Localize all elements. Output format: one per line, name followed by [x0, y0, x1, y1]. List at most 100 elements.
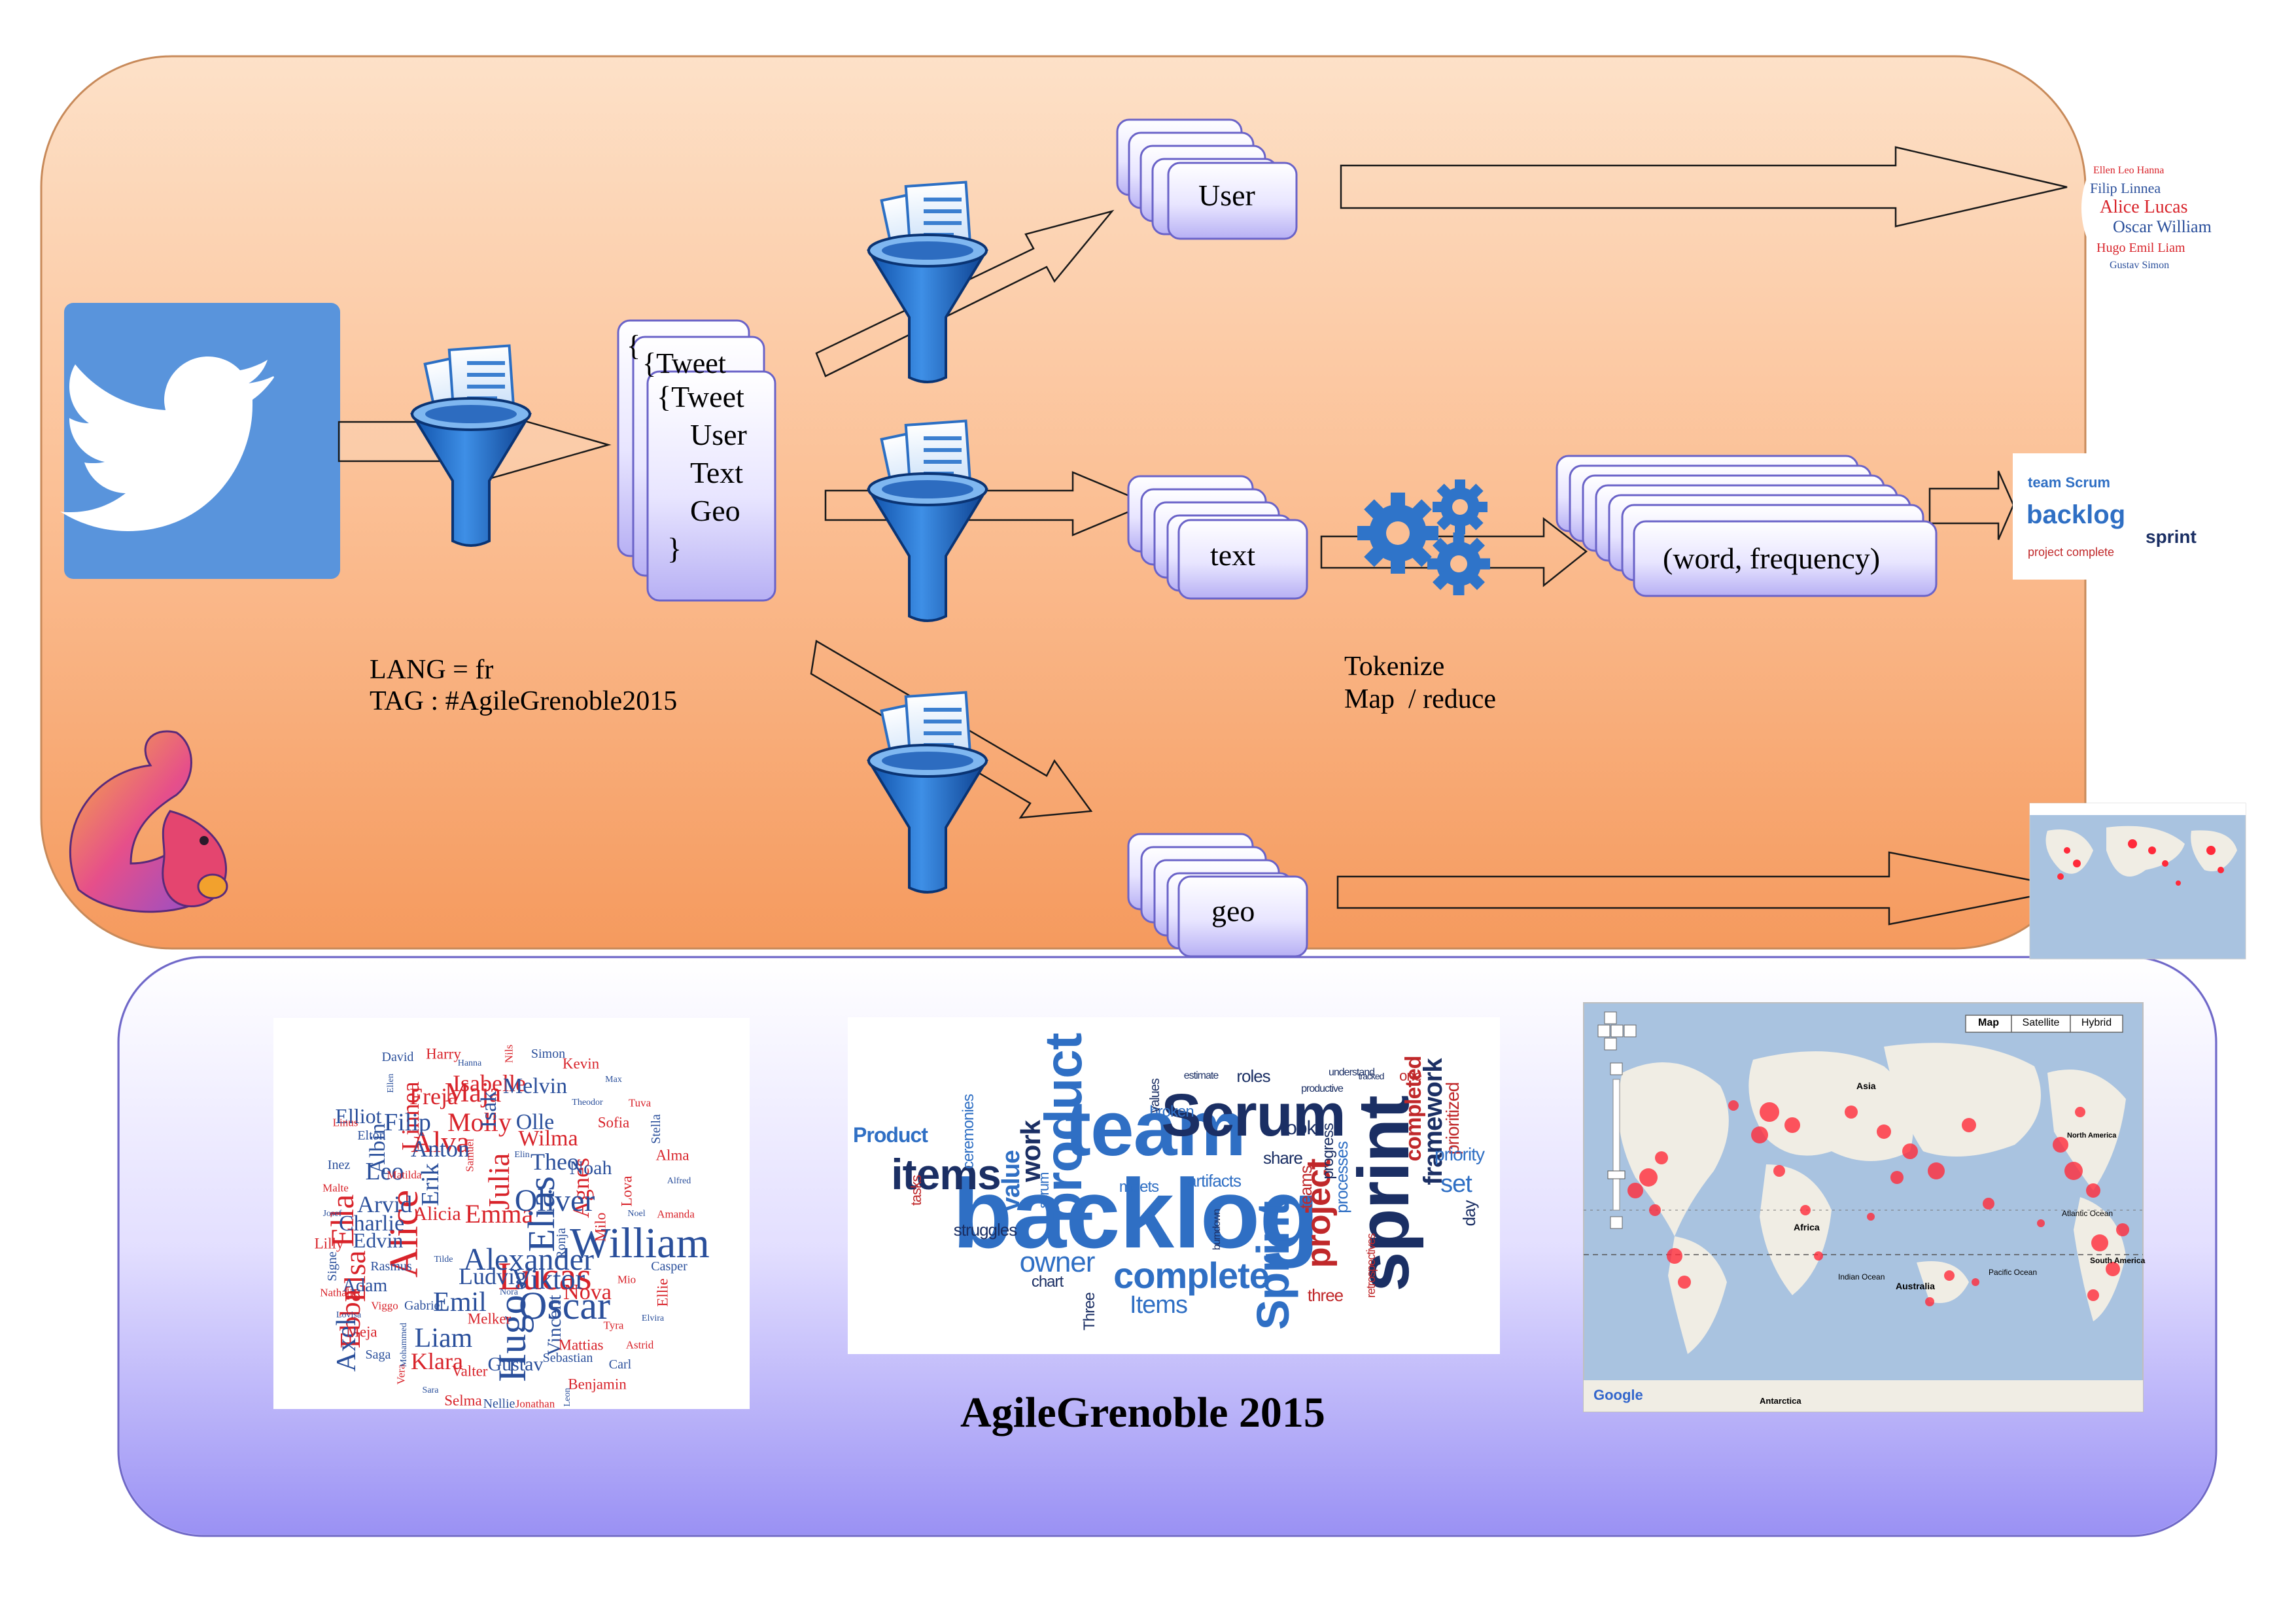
name-word: Nellie	[483, 1397, 515, 1409]
name-word: Isabelle	[453, 1070, 526, 1096]
name-word: Linus	[332, 1116, 358, 1129]
scrum-word: backlog	[952, 1158, 1319, 1268]
process-caption-mapreduce: Map / reduce	[1344, 684, 1497, 714]
scrum-word: broken	[1149, 1103, 1194, 1121]
scrum-word: priority	[1434, 1144, 1485, 1164]
word-frequency-label: (word, frequency)	[1663, 542, 1881, 575]
name-word: Nora	[500, 1287, 518, 1297]
filter-caption-lang: LANG = fr	[370, 655, 494, 685]
scrum-word: complete	[1113, 1255, 1270, 1296]
name-word: Tilde	[434, 1255, 453, 1264]
scrum-word: day	[1459, 1200, 1479, 1227]
twitter-bird-icon	[60, 303, 340, 579]
stream-geo-label: geo	[1211, 894, 1255, 928]
arrow-to-geo	[810, 639, 1093, 819]
map-label-antarctica: Antarctica	[1760, 1396, 1801, 1406]
scrum-word: value	[998, 1150, 1025, 1211]
svg-text:sprint: sprint	[2146, 527, 2197, 547]
name-word: Astrid	[625, 1338, 654, 1351]
svg-text:backlog: backlog	[2026, 500, 2125, 529]
name-word: Elton	[357, 1128, 386, 1143]
tweet-card-stack	[617, 319, 776, 602]
scrum-word: one	[1399, 1068, 1422, 1084]
name-word: Gabriel	[404, 1298, 444, 1313]
name-word: Max	[605, 1075, 622, 1085]
name-word: Alfred	[667, 1176, 691, 1186]
scrum-word: understand	[1328, 1067, 1375, 1078]
tweet-density-points	[1627, 1100, 2129, 1306]
name-word: Emma	[464, 1199, 534, 1228]
name-word: Noel	[627, 1209, 646, 1219]
scrum-word: teams	[1296, 1166, 1315, 1209]
name-word: Alma	[655, 1147, 689, 1164]
tweet-back-brace: {	[627, 330, 641, 362]
name-word: Milo	[592, 1212, 609, 1242]
name-word: Alva	[411, 1125, 470, 1158]
satellite-button-label: Satellite	[2022, 1017, 2060, 1028]
scrum-word: burndown	[1211, 1209, 1223, 1251]
scrum-word: set	[1440, 1170, 1472, 1198]
map-label-africa: Africa	[1794, 1222, 1820, 1232]
name-word: Casper	[651, 1259, 687, 1274]
name-word: Ellen	[386, 1073, 396, 1093]
scrum-word: tasks	[908, 1175, 924, 1206]
name-word: William	[570, 1219, 710, 1267]
name-word: Lovisa	[336, 1310, 362, 1320]
mini-geo-map	[2029, 803, 2246, 960]
scrum-word: roles	[1236, 1066, 1270, 1086]
name-word: Molly	[447, 1107, 512, 1137]
name-word: Mio	[617, 1273, 636, 1286]
tweet-close-brace: }	[667, 532, 682, 565]
scrum-word: Three	[1081, 1293, 1098, 1331]
scrum-word: look	[1282, 1117, 1316, 1139]
scrum-word: three	[1307, 1285, 1344, 1305]
name-word: Alexander	[463, 1242, 594, 1277]
map-type-satellite-button[interactable]	[2011, 1015, 2071, 1033]
hybrid-button-label: Hybrid	[2081, 1017, 2112, 1028]
scrum-word: Items	[1130, 1291, 1188, 1319]
process-caption-tokenize: Tokenize	[1344, 652, 1445, 682]
scrum-word: owner	[1019, 1246, 1096, 1278]
names-word-cloud	[273, 1018, 750, 1409]
name-word: Tyra	[603, 1319, 624, 1332]
user-stream-stack	[1116, 118, 1298, 240]
name-word: Lucas	[498, 1255, 592, 1298]
name-word: Sebastian	[542, 1351, 593, 1365]
name-word: Elin	[514, 1150, 530, 1160]
name-word: Stella	[649, 1114, 663, 1144]
scrum-word: progress	[1319, 1123, 1337, 1179]
arrow-to-text	[824, 471, 1151, 536]
mini-words-cloud: team Scrum backlog sprint project comple…	[2013, 453, 2253, 580]
name-word: Josef	[322, 1209, 342, 1219]
name-word: Sara	[422, 1385, 439, 1395]
pan-zoom-control-icon[interactable]	[1597, 1011, 1637, 1229]
name-word: Nils	[502, 1044, 515, 1064]
name-word: Melvin	[502, 1074, 568, 1098]
name-word: Isak	[477, 1090, 501, 1128]
name-word: David	[381, 1050, 414, 1064]
name-word: Oscar	[519, 1284, 610, 1327]
arrow-pairs-to-cloud	[1928, 470, 2015, 540]
scrum-word: share	[1262, 1148, 1303, 1168]
squirrel-mascot-icon	[69, 730, 228, 913]
name-word: Simon	[531, 1047, 566, 1061]
name-word: Jonathan	[515, 1397, 555, 1410]
scrum-word: Scrum	[1161, 1082, 1346, 1149]
scrum-word: productive	[1301, 1083, 1344, 1094]
map-label-indian: Indian Ocean	[1838, 1272, 1885, 1281]
name-word: Carl	[608, 1357, 632, 1372]
scrum-word: values	[1148, 1079, 1162, 1113]
map-type-map-button[interactable]	[1965, 1015, 2012, 1033]
name-word: Nathalie	[320, 1286, 358, 1299]
svg-text:Hugo Emil Liam: Hugo Emil Liam	[2096, 241, 2185, 255]
map-type-hybrid-button[interactable]	[2070, 1015, 2123, 1033]
name-word: Amanda	[657, 1208, 695, 1221]
svg-text:project complete: project complete	[2028, 546, 2114, 559]
svg-text:Ellen Leo Hanna: Ellen Leo Hanna	[2093, 165, 2164, 176]
name-word: Viggo	[371, 1299, 398, 1312]
name-word: Oliver	[514, 1183, 595, 1218]
text-stream-stack	[1127, 475, 1308, 600]
scrum-word: artifacts	[1187, 1171, 1242, 1191]
name-word: Rasmus	[370, 1259, 412, 1274]
